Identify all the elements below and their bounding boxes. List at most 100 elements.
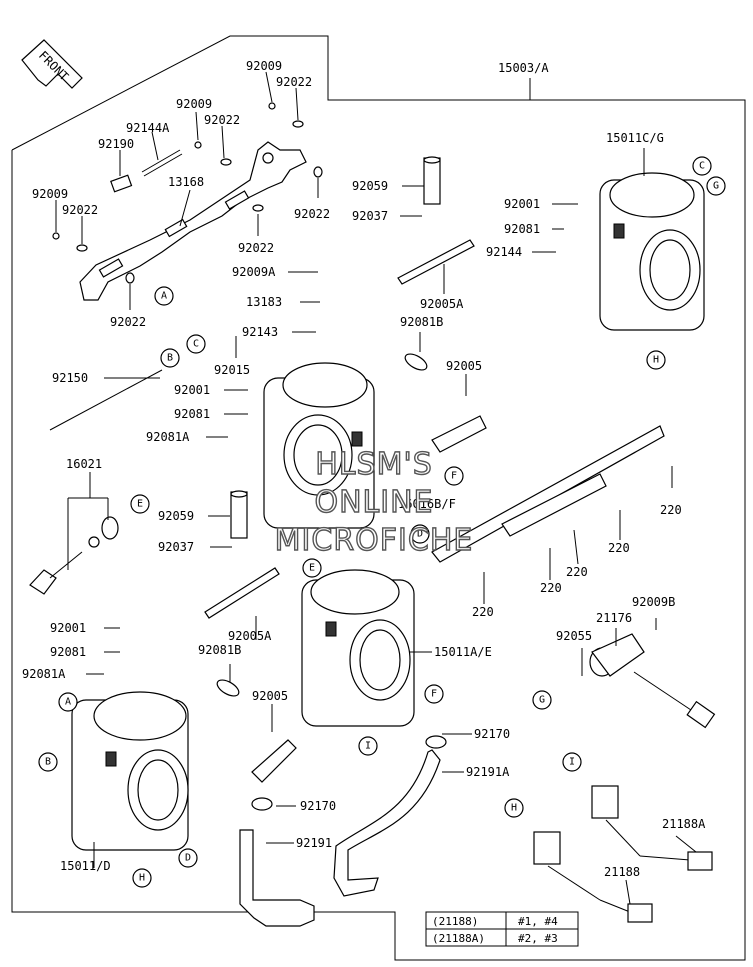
label-21188A: 21188A [662,817,706,831]
callout-letter: G [539,695,545,706]
callouts: C G A C B H E F D E A B G I F D H I H [38,156,726,888]
carburetor-mid [301,569,415,727]
label-92005A: 92005A [420,297,464,311]
label-92009: 92009 [246,59,282,73]
harness-legend-table: (21188) #1, #4 (21188A) #2, #3 [425,911,579,947]
label-92150: 92150 [52,371,88,385]
label-13168: 13168 [168,175,204,189]
label-16021: 16021 [66,457,102,471]
label-16016B-F: 16016B/F [398,497,456,511]
hoses [239,735,447,927]
legend-cylinders: #1, #4 [518,915,558,928]
label-92081B: 92081B [198,643,241,657]
label-92022: 92022 [294,207,330,221]
label-92191: 92191 [296,836,332,850]
label-92081: 92081 [504,222,540,236]
callout-letter: A [161,291,167,302]
label-92055: 92055 [556,629,592,643]
label-92144A: 92144A [126,121,170,135]
label-92022: 92022 [110,315,146,329]
pipes [49,156,487,783]
label-220: 220 [660,503,682,517]
label-92081A: 92081A [146,430,190,444]
callout-letter: C [699,161,705,172]
bracket-plate [79,141,307,301]
watermark-line: MICROFICHE [275,523,474,558]
label-92001: 92001 [174,383,210,397]
label-21176: 21176 [596,611,632,625]
label-92143: 92143 [242,325,278,339]
callout-letter: A [65,697,71,708]
label-92037: 92037 [158,540,194,554]
label-92009A: 92009A [232,265,276,279]
throttle-sensor [589,633,716,729]
callout-letter: I [365,741,371,752]
label-92009: 92009 [32,187,68,201]
label-92009B: 92009B [632,595,675,609]
label-92015: 92015 [214,363,250,377]
label-92022: 92022 [238,241,274,255]
legend-cylinders: #2, #3 [518,932,558,945]
leader-lines [55,71,697,905]
watermark-line: ONLINE [314,485,433,520]
callout-letter: E [137,499,143,510]
legend-part: (21188) [432,915,478,928]
label-92001: 92001 [50,621,86,635]
callout-letter: D [417,529,423,540]
label-92022: 92022 [276,75,312,89]
label-92059: 92059 [352,179,388,193]
label-92037: 92037 [352,209,388,223]
label-220: 220 [608,541,630,555]
callout-letter: E [309,563,315,574]
callout-letter: H [511,803,517,814]
callout-letter: D [185,853,191,864]
label-92191A: 92191A [466,765,510,779]
part-labels: 92009 92022 92009 92022 92144A 92190 131… [22,59,706,879]
carburetor-top-right [599,172,705,331]
watermark: HLSM'S ONLINE MICROFICHE [274,446,474,558]
assembly-label: 15003/A [498,61,549,75]
label-92170: 92170 [474,727,510,741]
label-92190: 92190 [98,137,134,151]
carburetor-top-left [263,362,375,529]
label-92081: 92081 [174,407,210,421]
label-15011-D: 15011/D [60,859,111,873]
label-15011C-G: 15011C/G [606,131,664,145]
label-92081B: 92081B [400,315,443,329]
callout-letter: F [451,471,457,482]
bracket-hardware [52,102,323,284]
callout-letter: H [653,355,659,366]
harnesses [533,785,713,923]
label-92001: 92001 [504,197,540,211]
callout-letter: G [713,181,719,192]
front-arrow: FRONT [21,39,83,89]
assembly-outline: 15003/A [11,35,746,961]
label-92081A: 92081A [22,667,66,681]
label-92022: 92022 [204,113,240,127]
label-92005: 92005 [252,689,288,703]
callout-letter: C [193,339,199,350]
callout-letter: I [569,757,575,768]
link-plate [431,425,665,563]
label-92170: 92170 [300,799,336,813]
callout-letter: B [45,757,51,768]
label-21188: 21188 [604,865,640,879]
callout-letter: F [431,689,437,700]
sensor-16021 [29,516,119,595]
label-220: 220 [472,605,494,619]
label-220: 220 [540,581,562,595]
label-92144: 92144 [486,245,522,259]
callout-letter: B [167,353,173,364]
label-92005: 92005 [446,359,482,373]
label-92009: 92009 [176,97,212,111]
label-92081: 92081 [50,645,86,659]
carburetor-bottom-left [71,691,189,851]
watermark-line: HLSM'S [315,447,433,482]
label-15011A-E: 15011A/E [434,645,492,659]
label-92005A: 92005A [228,629,272,643]
callout-letter: H [139,873,145,884]
label-92059: 92059 [158,509,194,523]
legend-part: (21188A) [432,932,485,945]
label-92022: 92022 [62,203,98,217]
